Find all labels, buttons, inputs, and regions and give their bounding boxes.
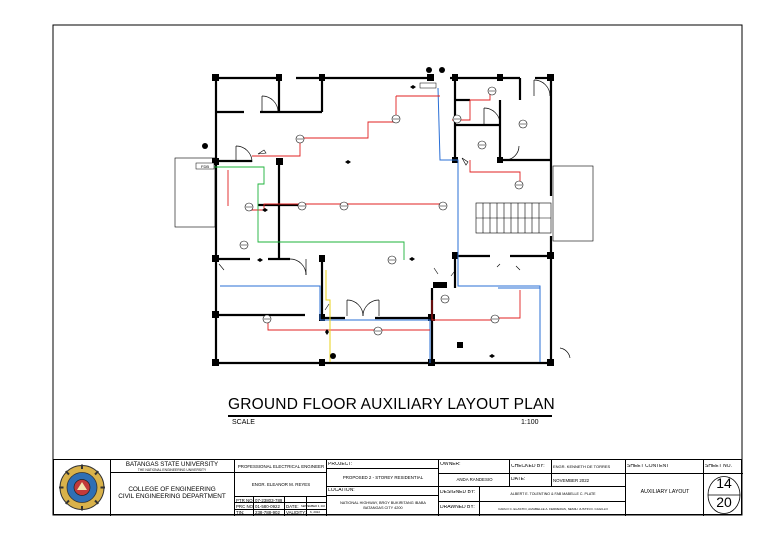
drawn-by-label: DRAWNED BY: xyxy=(440,505,475,510)
designed-by-label: DESIGNED BY: xyxy=(440,490,476,495)
pee-name: ENGR. ELEANOR M. REYES xyxy=(251,482,311,487)
university-seal-icon xyxy=(59,464,105,511)
owner-label: OWNER: xyxy=(440,462,461,467)
tin-label: TIN: xyxy=(236,510,245,515)
location-label: LOCATION: xyxy=(328,488,355,493)
sheet-border xyxy=(52,24,743,516)
checked-by-value: ENGR. KENNETH DE TORRES xyxy=(553,464,611,469)
doors xyxy=(235,79,571,359)
college-name: COLLEGE OF ENGINEERING xyxy=(128,486,216,493)
validity-label: VALIDITY: xyxy=(286,510,307,515)
drawing-title: GROUND FLOOR AUXILIARY LAYOUT PLAN xyxy=(228,396,555,413)
designed-by-value: ALBERT E. TOLENTINO & FAB MABELLE C. PLA… xyxy=(510,492,596,496)
stairs xyxy=(475,202,552,234)
side-wings xyxy=(174,157,594,242)
ptr-label: PTR NO: xyxy=(236,498,254,503)
validity-value: 6, 2022 xyxy=(310,510,321,514)
owner-value: ANDA RANDESIO xyxy=(456,477,493,482)
title-underline xyxy=(228,415,552,417)
yellow-wiring xyxy=(325,270,331,362)
tin-value: 238-788-902 xyxy=(255,510,280,515)
university-name: BATANGAS STATE UNIVERSITY xyxy=(125,461,219,468)
title-block: BATANGAS STATE UNIVERSITY THE NATIONAL E… xyxy=(53,459,743,516)
sheet-content-label: SHEET CONTENT xyxy=(627,464,670,469)
date-small-label: DATE: xyxy=(286,504,299,509)
date-label: DATE: xyxy=(511,477,526,482)
project-value: PROPOSED 2 - STOREY RESIDENTIAL xyxy=(342,475,424,480)
sheet-no-label: SHEET NO. xyxy=(705,464,732,469)
sheet-total: 20 xyxy=(716,494,732,510)
checked-by-label: CHECKED BY: xyxy=(511,464,545,469)
service-entrance xyxy=(202,67,463,359)
outlet-marks xyxy=(241,90,526,332)
ptr-value: 07-23803-789 xyxy=(255,498,283,503)
prc-label: PRC NO: xyxy=(236,504,255,509)
scale-label: SCALE xyxy=(232,419,255,426)
green-wiring xyxy=(214,166,405,260)
date-value: NOVEMBER 2022 xyxy=(553,478,590,483)
university-subtitle: THE NATIONAL ENGINEERING UNIVERSITY xyxy=(137,468,207,472)
department-name: CIVIL ENGINEERING DEPARTMENT xyxy=(118,493,226,500)
fixture-marks xyxy=(218,149,521,311)
columns xyxy=(212,74,554,366)
panel-box xyxy=(195,162,215,170)
location-value-1: NATIONAL HIGHWAY, BRGY BUKIRITANG IBABA xyxy=(340,501,426,505)
date-small-value: SEPTEMBER 3, 2021 xyxy=(301,505,325,508)
blue-wiring xyxy=(220,87,541,363)
sheet-content-value: AUXILIARY LAYOUT xyxy=(640,489,690,495)
drawn-by-value: CARLO C. ELASTIO, AIZABELLE A. FERRERAS,… xyxy=(498,507,608,511)
sheet-number-badge xyxy=(707,476,741,514)
project-label: PROJECT: xyxy=(328,462,353,467)
pee-label: PROFESSIONAL ELECTRICAL ENGINEER xyxy=(237,464,325,469)
switch-symbols xyxy=(257,85,495,358)
sheet-number: 14 xyxy=(716,475,732,491)
location-value-2: BATANGAS CITY 4200 xyxy=(363,506,403,510)
prc-value: 01-580-0922 xyxy=(255,504,280,509)
scale-value: 1:100 xyxy=(521,419,539,426)
panel-box-label: FDB xyxy=(201,164,209,169)
